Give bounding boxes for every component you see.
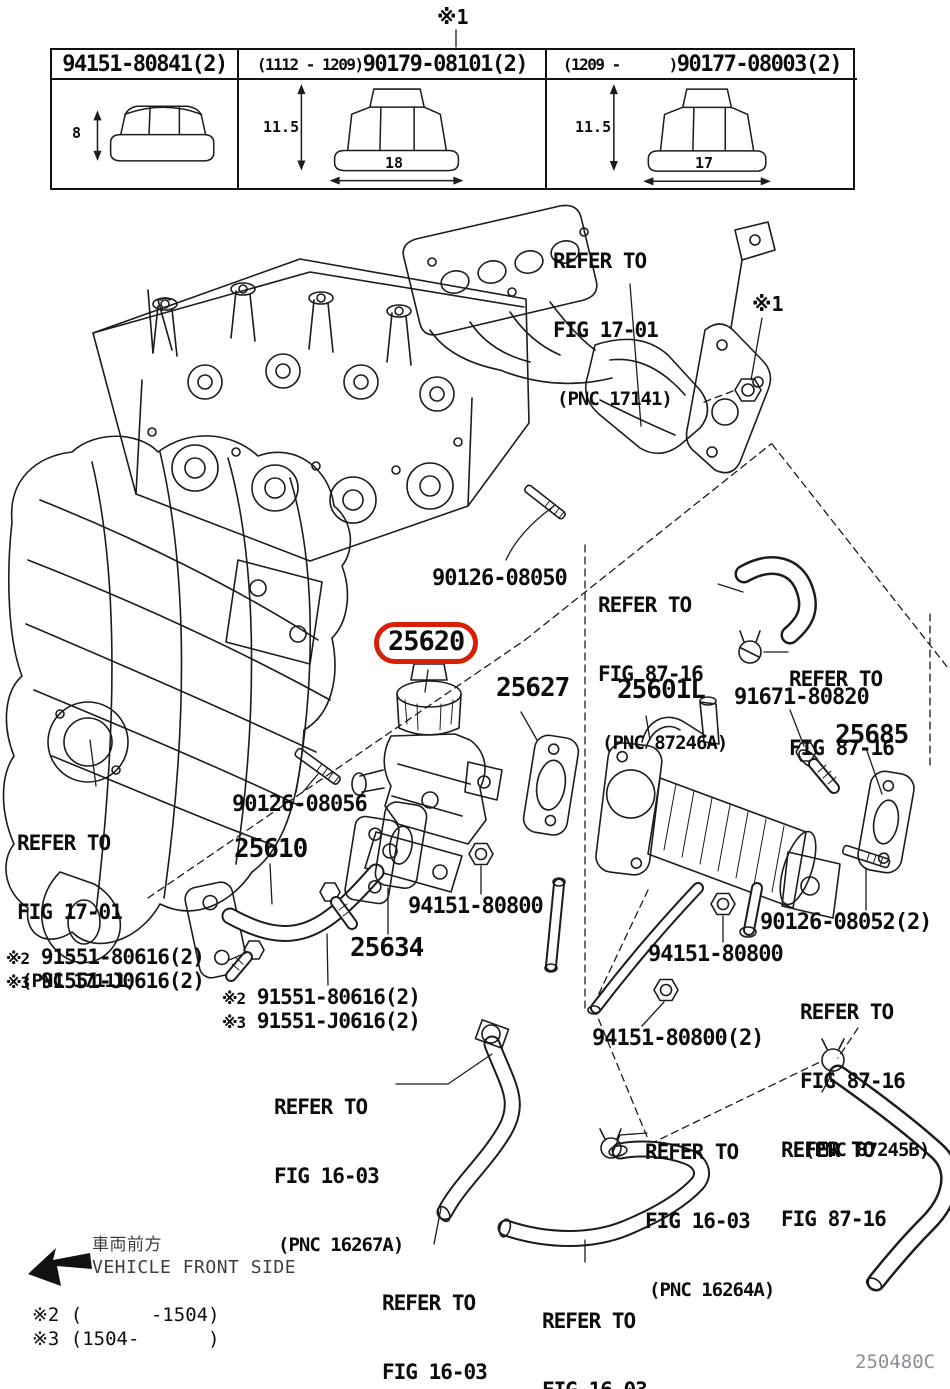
part-label-91551-left[interactable]: ※2 91551-80616(2) <box>6 945 205 969</box>
part-label-90126-08056[interactable]: 90126-08056 <box>232 792 368 817</box>
egr-valve-drawing <box>351 651 503 893</box>
refer-fig-87-16-clamp-top: REFER TO FIG 87-16 <box>789 667 895 761</box>
refer-fig-16-03-hose-d: REFER TO FIG 16-03 (PNC 16264) <box>542 1309 648 1389</box>
note-sym3-range: ※3 (1504- ) <box>32 1328 220 1350</box>
table-note-sym1: ※1 <box>437 5 469 29</box>
part-label-90126-08052[interactable]: 90126-08052(2) <box>760 910 932 935</box>
dim-height: 11.5 <box>575 118 612 136</box>
note-sym2-range: ※2 ( -1504) <box>32 1304 220 1326</box>
nut-cell-94151-80841: 8 <box>52 80 239 188</box>
nut-94151-b <box>710 892 736 916</box>
hose-16267-drawing <box>436 1019 521 1223</box>
hose-87245b-drawing <box>821 1038 950 1292</box>
bolt-91551-left <box>225 940 265 982</box>
intake-manifold-drawing <box>2 435 352 964</box>
refer-fig-16-03-hose-c: REFER TO FIG 16-03 (PNC 16267) <box>382 1291 488 1385</box>
part-label-25620-highlighted[interactable]: 25620 <box>374 622 479 664</box>
vehicle-front-label-jp: 車両前方 <box>92 1235 162 1255</box>
nut-drawing-tall <box>609 84 771 186</box>
egr-cooler-drawing <box>595 696 841 938</box>
vehicle-front-arrow <box>28 1248 92 1286</box>
part-label-91671-80820[interactable]: 91671-80820 <box>734 685 870 710</box>
refer-fig-87-16-hose-b: REFER TO FIG 87-16 (PNC 87245B) <box>800 1000 930 1161</box>
nut-drawing-tall <box>297 84 464 185</box>
hose-87246a-drawing <box>734 556 817 664</box>
refer-fig-87-16-hose-a: REFER TO FIG 87-16 (PNC 87246A) <box>598 593 728 754</box>
bolt-91551-center <box>319 882 358 930</box>
part-label-25627[interactable]: 25627 <box>496 673 570 703</box>
nut-drawing-low <box>93 105 215 162</box>
vehicle-front-label-en: VEHICLE FRONT SIDE <box>92 1257 297 1278</box>
construction-dashed-lines <box>147 390 949 1145</box>
bolt-91671-80820 <box>795 742 840 794</box>
egr-cooler-gasket-drawing <box>857 770 915 874</box>
cylinder-head-drawing <box>92 258 530 562</box>
nut-cell-90177-08003: 11.5 17 <box>547 80 857 188</box>
exhaust-manifold-drawing <box>402 204 776 474</box>
leader-lines <box>89 29 883 1263</box>
refer-fig-17-01-manifold: REFER TO FIG 17-01 (PNC 17141) <box>553 249 673 410</box>
hose-16264-drawing <box>497 1128 711 1247</box>
part-label-25685[interactable]: 25685 <box>835 720 909 750</box>
part-label-25601l[interactable]: 25601L <box>617 675 706 705</box>
table-header-90177-08003[interactable]: (1209 - )90177-08003(2) <box>547 50 857 80</box>
part-label-94151-80800-2[interactable]: 94151-80800(2) <box>592 1026 764 1051</box>
nut-94151-a <box>468 842 494 866</box>
figure-code: 250480C <box>855 1351 936 1373</box>
stud-bolt-90126-08056 <box>294 747 341 785</box>
water-pipes-drawing <box>544 877 704 1015</box>
table-header-90179-08101[interactable]: (1112 - 1209)90179-08101(2) <box>239 50 547 80</box>
refer-fig-16-03-clamp: REFER TO FIG 16-03 (PNC 16264A) <box>645 1140 775 1301</box>
flange-nut-sym1 <box>734 378 762 402</box>
stud-bolt-90126-08050 <box>524 484 566 520</box>
egr-pipe-gasket-drawing <box>374 801 428 889</box>
dim-width: 18 <box>385 154 404 172</box>
part-label-91551-center[interactable]: ※2 91551-80616(2) <box>222 985 421 1009</box>
note-sym1-nut: ※1 <box>752 292 784 316</box>
refer-fig-16-03-hose-a: REFER TO FIG 16-03 (PNC 16267A) <box>274 1095 404 1256</box>
refer-fig-87-16-clamp-bottom: REFER TO FIG 87-16 <box>781 1138 887 1232</box>
nut-variants-table: 94151-80841(2) (1112 - 1209)90179-08101(… <box>50 48 857 190</box>
stud-bolt-90126-08052 <box>841 844 891 869</box>
part-label-90126-08050[interactable]: 90126-08050 <box>432 566 568 591</box>
egr-valve-gasket-drawing <box>522 734 580 836</box>
dim-width: 17 <box>695 154 714 172</box>
part-label-94151-80800-b[interactable]: 94151-80800 <box>648 942 784 967</box>
table-header-94151-80841[interactable]: 94151-80841(2) <box>52 50 239 80</box>
part-label-91551j-center[interactable]: ※3 91551-J0616(2) <box>222 1009 421 1033</box>
dim-height: 8 <box>72 124 82 142</box>
refer-fig-17-01-intake: REFER TO FIG 17-01 (PNC 17111) <box>17 831 137 992</box>
part-label-25610[interactable]: 25610 <box>234 834 308 864</box>
part-label-94151-80800-a[interactable]: 94151-80800 <box>408 894 544 919</box>
part-label-25634[interactable]: 25634 <box>350 933 424 963</box>
nut-94151-c <box>653 978 679 1002</box>
part-label-91551j-left[interactable]: ※3 91551-J0616(2) <box>6 969 205 993</box>
nut-cell-90179-08101: 11.5 18 <box>239 80 547 188</box>
dim-height: 11.5 <box>263 118 300 136</box>
